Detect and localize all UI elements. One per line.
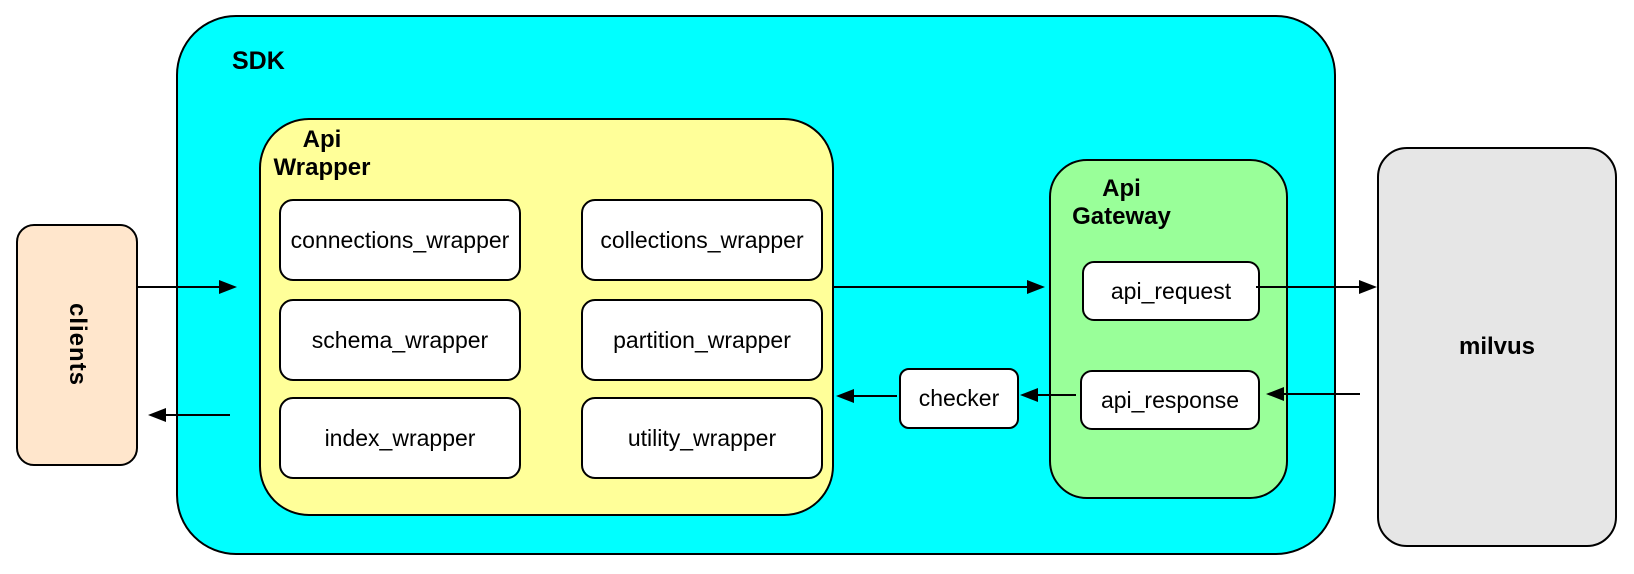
api-response-node: api_response — [1080, 370, 1260, 430]
partition-wrapper-node: partition_wrapper — [581, 299, 823, 381]
milvus-container: milvus — [1377, 147, 1617, 547]
api-wrapper-container: Api Wrapper connections_wrapper collecti… — [259, 118, 834, 516]
arrowhead-right — [1359, 280, 1377, 294]
arrowhead-left — [836, 389, 854, 403]
api-gateway-container: Api Gateway api_request api_response — [1049, 159, 1288, 499]
api-wrapper-label-line2: Wrapper — [273, 154, 371, 181]
connections-wrapper-node: connections_wrapper — [279, 199, 521, 281]
api-request-node: api_request — [1082, 261, 1260, 321]
schema-wrapper-node: schema_wrapper — [279, 299, 521, 381]
api-wrapper-label-line1: Api — [302, 126, 342, 153]
arrow-line — [1256, 286, 1359, 288]
sdk-label: SDK — [232, 47, 285, 75]
collections-wrapper-node: collections_wrapper — [581, 199, 823, 281]
sdk-container: SDK Api Wrapper connections_wrapper coll… — [176, 15, 1336, 555]
api-gateway-label: Api Gateway — [1059, 175, 1184, 231]
arrow-line — [138, 286, 219, 288]
arrow-line — [1284, 393, 1360, 395]
checker-node: checker — [899, 368, 1019, 429]
arrow-line — [854, 395, 897, 397]
arrowhead-left — [1020, 388, 1038, 402]
arrowhead-right — [1027, 280, 1045, 294]
api-gateway-label-line2: Gateway — [1072, 203, 1171, 230]
arrowhead-left — [148, 408, 166, 422]
arrow-line — [832, 286, 1027, 288]
index-wrapper-node: index_wrapper — [279, 397, 521, 479]
clients-container: clients — [16, 224, 138, 466]
arrowhead-left — [1266, 387, 1284, 401]
arrowhead-right — [219, 280, 237, 294]
milvus-label: milvus — [1458, 333, 1536, 360]
clients-label: clients — [64, 303, 91, 387]
arrow-line — [1038, 394, 1076, 396]
api-wrapper-label: Api Wrapper — [261, 126, 383, 182]
utility-wrapper-node: utility_wrapper — [581, 397, 823, 479]
arrow-line — [166, 414, 230, 416]
api-gateway-label-line1: Api — [1102, 175, 1141, 202]
